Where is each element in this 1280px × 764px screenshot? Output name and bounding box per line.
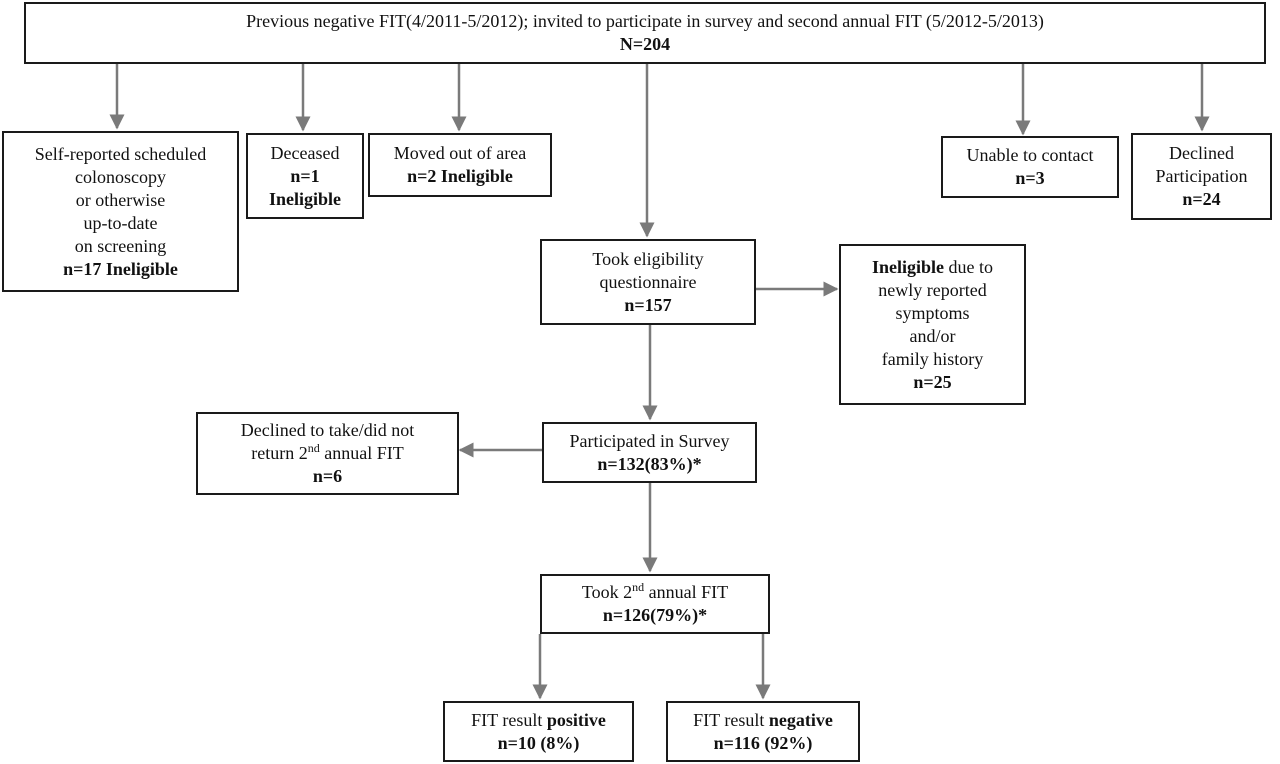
declined-fit-line2-post: annual FIT [319, 443, 404, 463]
positive-bold: positive [546, 709, 606, 730]
ineligible-bold-word: Ineligible [871, 256, 944, 277]
uptodate-line: up-to-date [83, 212, 158, 233]
took-fit-box: Took 2nd annual FIT n=126(79%)* [540, 574, 770, 634]
uptodate-box: Self-reported scheduled colonoscopy or o… [2, 131, 239, 292]
negative-pre: FIT result [693, 709, 769, 730]
ineligible-first-line-rest: due to [944, 256, 994, 277]
uptodate-line: or otherwise [75, 189, 166, 210]
declined-participation-line: Participation [1155, 166, 1248, 186]
ineligible-count: n=25 [913, 371, 952, 392]
positive-count: n=10 (8%) [497, 732, 580, 753]
took-fit-count: n=126(79%)* [602, 605, 708, 625]
survey-label: Participated in Survey [569, 430, 730, 451]
moved-count: n=2 Ineligible [407, 166, 513, 186]
declined-participation-line: Declined [1169, 143, 1234, 163]
deceased-status: Ineligible [268, 188, 341, 209]
negative-box: FIT result negative n=116 (92%) [666, 701, 860, 762]
eligibility-line: Took eligibility [592, 248, 704, 269]
uptodate-line: on screening [74, 235, 167, 256]
positive-pre: FIT result [471, 709, 547, 730]
declined-fit-line2: return 2nd annual FIT [251, 442, 403, 465]
eligibility-line: questionnaire [599, 271, 697, 292]
moved-label: Moved out of area [393, 143, 527, 163]
unable-label: Unable to contact [966, 145, 1094, 165]
deceased-count: n=1 [290, 165, 320, 186]
uptodate-line: colonoscopy [75, 166, 166, 187]
top-box: Previous negative FIT(4/2011-5/2012); in… [24, 2, 1266, 64]
took-fit-pre: Took 2 [581, 582, 633, 602]
uptodate-count: n=17 Ineligible [63, 258, 178, 279]
ineligible-symptoms-box: Ineligible due to newly reported symptom… [839, 244, 1026, 405]
took-fit-sup: nd [632, 580, 645, 594]
deceased-box: Deceased n=1 Ineligible [246, 133, 364, 219]
ineligible-line: family history [881, 348, 984, 369]
unable-box: Unable to contact n=3 [941, 136, 1119, 198]
unable-count: n=3 [1015, 168, 1045, 188]
declined-fit-line1: Declined to take/did not [240, 420, 415, 440]
survey-box: Participated in Survey n=132(83%)* [542, 422, 757, 483]
negative-count: n=116 (92%) [713, 732, 813, 753]
took-fit-post: annual FIT [644, 582, 729, 602]
declined-fit-count: n=6 [312, 466, 343, 486]
eligibility-count: n=157 [624, 294, 672, 315]
eligibility-box: Took eligibility questionnaire n=157 [540, 239, 756, 325]
deceased-label: Deceased [270, 142, 340, 163]
survey-count: n=132(83%)* [597, 453, 702, 474]
positive-label: FIT result positive [471, 709, 606, 732]
declined-participation-box: Declined Participation n=24 [1131, 133, 1272, 220]
declined-fit-line2-sup: nd [307, 441, 320, 455]
declined-participation-count: n=24 [1182, 189, 1221, 209]
uptodate-line: Self-reported scheduled [34, 143, 207, 164]
ineligible-first-line: Ineligible due to [872, 256, 993, 279]
negative-bold: negative [768, 709, 833, 730]
moved-box: Moved out of area n=2 Ineligible [368, 133, 552, 197]
top-box-count: N=204 [619, 34, 671, 54]
declined-fit-box: Declined to take/did not return 2nd annu… [196, 412, 459, 495]
ineligible-line: newly reported [878, 279, 987, 300]
ineligible-line: and/or [909, 325, 956, 346]
declined-fit-line2-pre: return 2 [251, 443, 308, 463]
took-fit-label: Took 2nd annual FIT [582, 581, 728, 604]
ineligible-line: symptoms [895, 302, 970, 323]
top-box-text: Previous negative FIT(4/2011-5/2012); in… [246, 11, 1044, 31]
positive-box: FIT result positive n=10 (8%) [443, 701, 634, 762]
negative-label: FIT result negative [693, 709, 833, 732]
